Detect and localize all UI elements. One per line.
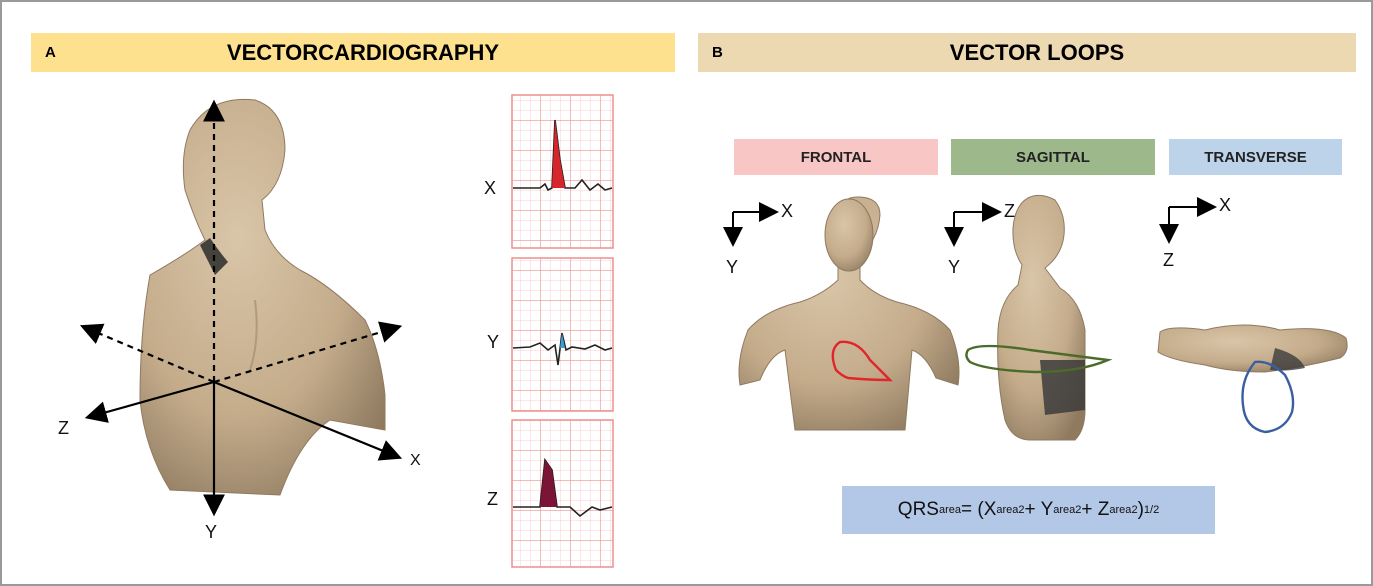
- sagittal-axis-v-label: Y: [948, 257, 960, 278]
- formula-lhs-sub: area: [939, 504, 961, 516]
- ecg-strip-x: [512, 95, 613, 248]
- frontal-axis-v-label: Y: [726, 257, 738, 278]
- formula-lhs: QRS: [898, 499, 939, 521]
- axis-x-label: X: [410, 452, 421, 470]
- plane-transverse-label: TRANSVERSE: [1169, 139, 1342, 175]
- axis-y-label: Y: [205, 522, 217, 543]
- sagittal-figure: [966, 195, 1108, 440]
- formula-x-sub: area: [996, 504, 1018, 516]
- formula-plus2: + Z: [1081, 499, 1109, 521]
- axis-z-label: Z: [58, 418, 69, 439]
- sagittal-axis-icon: [954, 212, 998, 243]
- ecg-strip-z: [512, 420, 613, 567]
- formula-y-sub: area: [1053, 504, 1075, 516]
- formula-plus1: + Y: [1025, 499, 1054, 521]
- sagittal-axis-h-label: Z: [1004, 201, 1015, 222]
- transverse-axis-v-label: Z: [1163, 250, 1174, 271]
- formula-z-sub: area: [1109, 504, 1131, 516]
- frontal-axis-h-label: X: [781, 201, 793, 222]
- ecg-strip-y: [512, 258, 613, 411]
- transverse-axis-icon: [1169, 207, 1213, 240]
- lead-y-label: Y: [487, 332, 499, 353]
- lead-x-label: X: [484, 178, 496, 199]
- formula-eq: = (X: [961, 499, 996, 521]
- plane-frontal-label: FRONTAL: [734, 139, 938, 175]
- transverse-loop: [1243, 362, 1294, 432]
- frontal-axis-icon: [733, 212, 775, 243]
- lead-z-label: Z: [487, 489, 498, 510]
- transverse-axis-h-label: X: [1219, 195, 1231, 216]
- plane-sagittal-label: SAGITTAL: [951, 139, 1155, 175]
- formula-exp: 1/2: [1144, 504, 1159, 516]
- frontal-figure: [739, 197, 959, 430]
- transverse-figure: [1158, 325, 1347, 432]
